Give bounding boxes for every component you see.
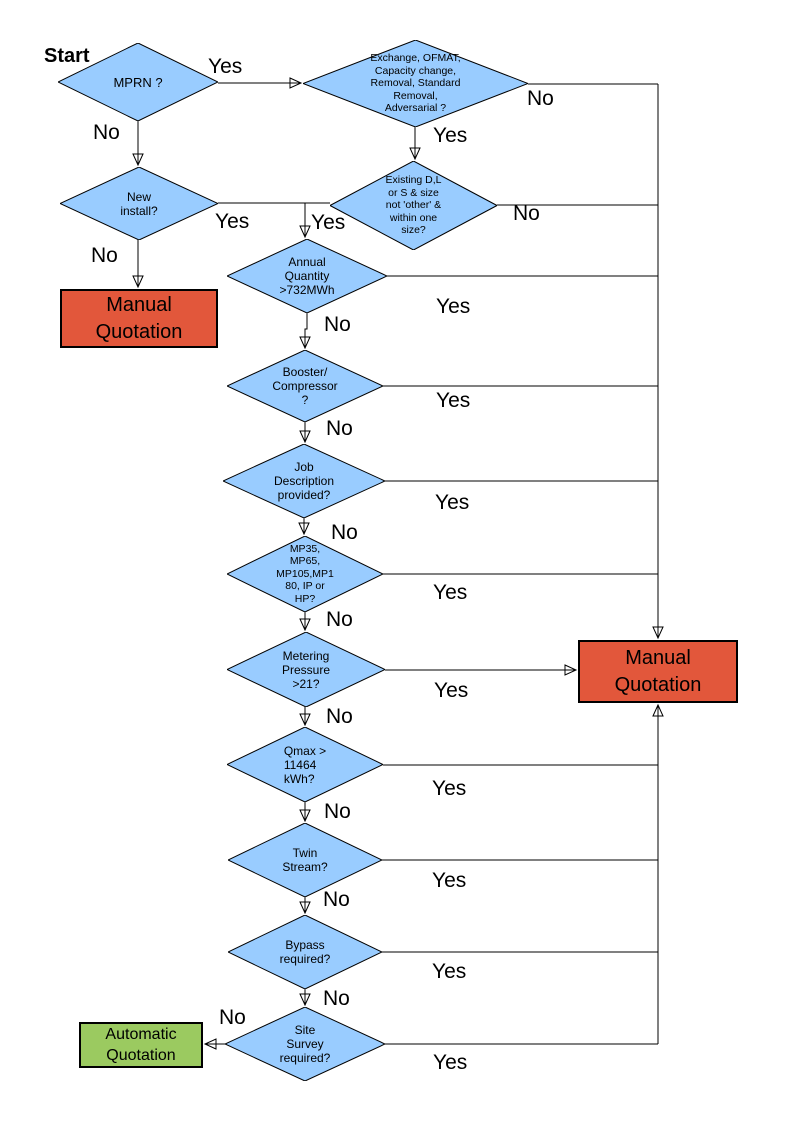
terminal-manual-quotation-right: Manual Quotation (578, 640, 738, 703)
edge-label-booster-no: No (326, 417, 353, 440)
decision-bypass-label: Bypass required? (279, 938, 331, 966)
decision-twin-stream: Twin Stream? (228, 823, 382, 897)
diamond-shape (227, 727, 383, 802)
diamond-shape (330, 161, 497, 250)
edge-label-bypass-yes: Yes (432, 960, 467, 983)
edge-label-site-no: No (219, 1006, 246, 1029)
decision-exchange-ofmat: Exchange, OFMAT, Capacity change, Remova… (303, 40, 528, 127)
edge-label-new-install-no: No (91, 244, 118, 267)
decision-mprn: MPRN ? (58, 43, 218, 121)
decision-annual-quantity-label: Annual Quantity >732MWh (279, 255, 335, 297)
terminal-manual-quotation-right-label: Manual Quotation (614, 646, 702, 696)
diamond-shape (228, 823, 382, 897)
edge-label-qmax-no: No (324, 800, 351, 823)
decision-job-description: Job Description provided? (223, 444, 385, 518)
edge-label-job-yes: Yes (435, 491, 470, 514)
terminal-manual-quotation-left: Manual Quotation (60, 289, 218, 348)
decision-exchange-ofmat-label: Exchange, OFMAT, Capacity change, Remova… (370, 52, 461, 115)
decision-mp-pressure-tier-label: MP35, MP65, MP105,MP1 80, IP or HP? (276, 542, 334, 605)
decision-booster-compressor: Booster/ Compressor ? (227, 350, 383, 422)
decision-site-survey-label: Site Survey required? (279, 1023, 331, 1065)
terminal-automatic-quotation-label: Automatic Quotation (105, 1026, 177, 1064)
edge-label-job-no: No (331, 521, 358, 544)
diamond-shape (227, 536, 383, 612)
edge-label-exchange-yes: Yes (433, 124, 468, 147)
edge-label-booster-yes: Yes (436, 389, 471, 412)
edge-label-qmax-yes: Yes (432, 777, 467, 800)
edge-label-metering-yes: Yes (434, 679, 469, 702)
arrow-annual-no (299, 313, 311, 350)
edge-label-metering-no: No (326, 705, 353, 728)
decision-metering-pressure-label: Metering Pressure >21? (281, 648, 331, 691)
start-label: Start (44, 45, 90, 67)
diamond-shape (58, 43, 218, 121)
diamond-shape (228, 915, 382, 989)
edge-label-bypass-no: No (323, 987, 350, 1010)
diamond-shape (60, 167, 218, 240)
decision-annual-quantity: Annual Quantity >732MWh (227, 239, 387, 313)
edge-label-annual-yes: Yes (436, 295, 471, 318)
decision-qmax: Qmax > 11464 kWh? (227, 727, 383, 802)
edge-label-twin-no: No (323, 888, 350, 911)
decision-job-description-label: Job Description provided? (273, 460, 335, 502)
terminal-automatic-quotation: Automatic Quotation (79, 1022, 203, 1068)
edge-label-exchange-no: No (527, 87, 554, 110)
decision-new-install: New install? (60, 167, 218, 240)
decision-mprn-label: MPRN ? (113, 74, 163, 90)
diamond-shape (227, 239, 387, 313)
decision-site-survey: Site Survey required? (225, 1007, 385, 1081)
decision-mp-pressure-tier: MP35, MP65, MP105,MP1 80, IP or HP? (227, 536, 383, 612)
edge-label-mp-no: No (326, 608, 353, 631)
edge-label-annual-no: No (324, 313, 351, 336)
decision-metering-pressure: Metering Pressure >21? (227, 632, 385, 707)
decision-booster-compressor-label: Booster/ Compressor ? (272, 365, 338, 407)
decision-existing-size: Existing D,L or S & size not 'other' & w… (330, 161, 497, 250)
diamond-shape (223, 444, 385, 518)
decision-existing-size-label: Existing D,L or S & size not 'other' & w… (385, 174, 442, 237)
terminal-manual-quotation-left-label: Manual Quotation (95, 293, 183, 343)
edge-label-site-yes: Yes (433, 1051, 468, 1074)
edge-label-twin-yes: Yes (432, 869, 467, 892)
decision-qmax-label: Qmax > 11464 kWh? (283, 743, 327, 786)
diamond-shape (303, 40, 528, 127)
decision-bypass: Bypass required? (228, 915, 382, 989)
diamond-shape (227, 632, 385, 707)
decision-twin-stream-label: Twin Stream? (282, 846, 328, 874)
edge-label-existing-yes: Yes (311, 211, 346, 234)
edge-label-existing-no: No (513, 202, 540, 225)
edge-label-new-install-yes: Yes (215, 210, 250, 233)
edge-label-mprn-yes: Yes (208, 55, 243, 78)
diamond-shape (227, 350, 383, 422)
diamond-shape (225, 1007, 385, 1081)
edge-label-mp-yes: Yes (433, 581, 468, 604)
edge-label-mprn-no: No (93, 121, 120, 144)
decision-new-install-label: New install? (120, 189, 158, 218)
